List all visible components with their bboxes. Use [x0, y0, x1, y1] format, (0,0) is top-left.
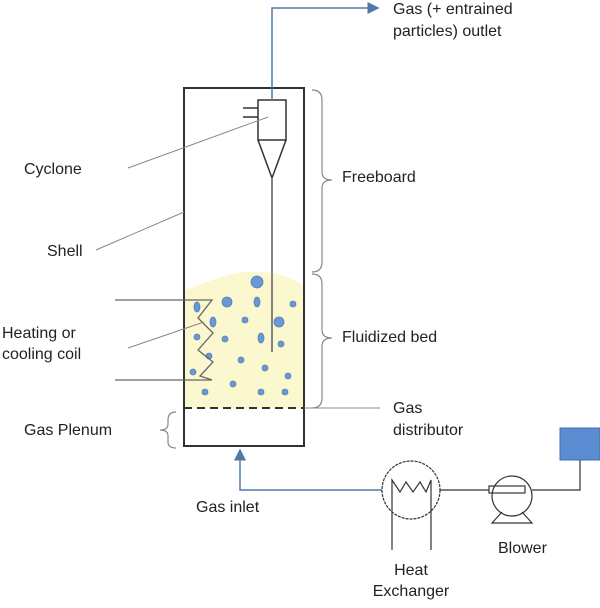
leader-lines — [95, 116, 380, 409]
blower — [488, 460, 581, 524]
shell-label: Shell — [47, 243, 83, 260]
coil-label-1: Heating or — [2, 325, 76, 342]
freeboard-label: Freeboard — [342, 169, 416, 186]
fluidized-bed-fill — [184, 271, 303, 408]
blower-motor — [559, 427, 600, 461]
gas-inlet-label: Gas inlet — [196, 499, 260, 516]
distributor-label-2: distributor — [393, 422, 464, 439]
heat-exchanger — [381, 460, 490, 550]
coil-label-2: cooling coil — [2, 346, 81, 363]
gas-inlet-pipe — [234, 448, 382, 491]
shell — [183, 87, 305, 447]
heat-exchanger-label-2: Exchanger — [373, 583, 450, 600]
fluidized-bed-label: Fluidized bed — [342, 329, 437, 346]
heat-exchanger-label-1: Heat — [394, 562, 428, 579]
cyclone — [243, 99, 287, 181]
outlet-label-1: Gas (+ entrained — [393, 1, 513, 18]
heating-cooling-coil — [115, 299, 214, 381]
gas-outlet-pipe — [271, 2, 380, 100]
braces — [159, 89, 333, 449]
distributor-label-1: Gas — [393, 400, 422, 417]
outlet-label-2: particles) outlet — [393, 23, 502, 40]
blower-label: Blower — [498, 540, 548, 557]
cyclone-label: Cyclone — [24, 161, 82, 178]
plenum-label: Gas Plenum — [24, 422, 112, 439]
